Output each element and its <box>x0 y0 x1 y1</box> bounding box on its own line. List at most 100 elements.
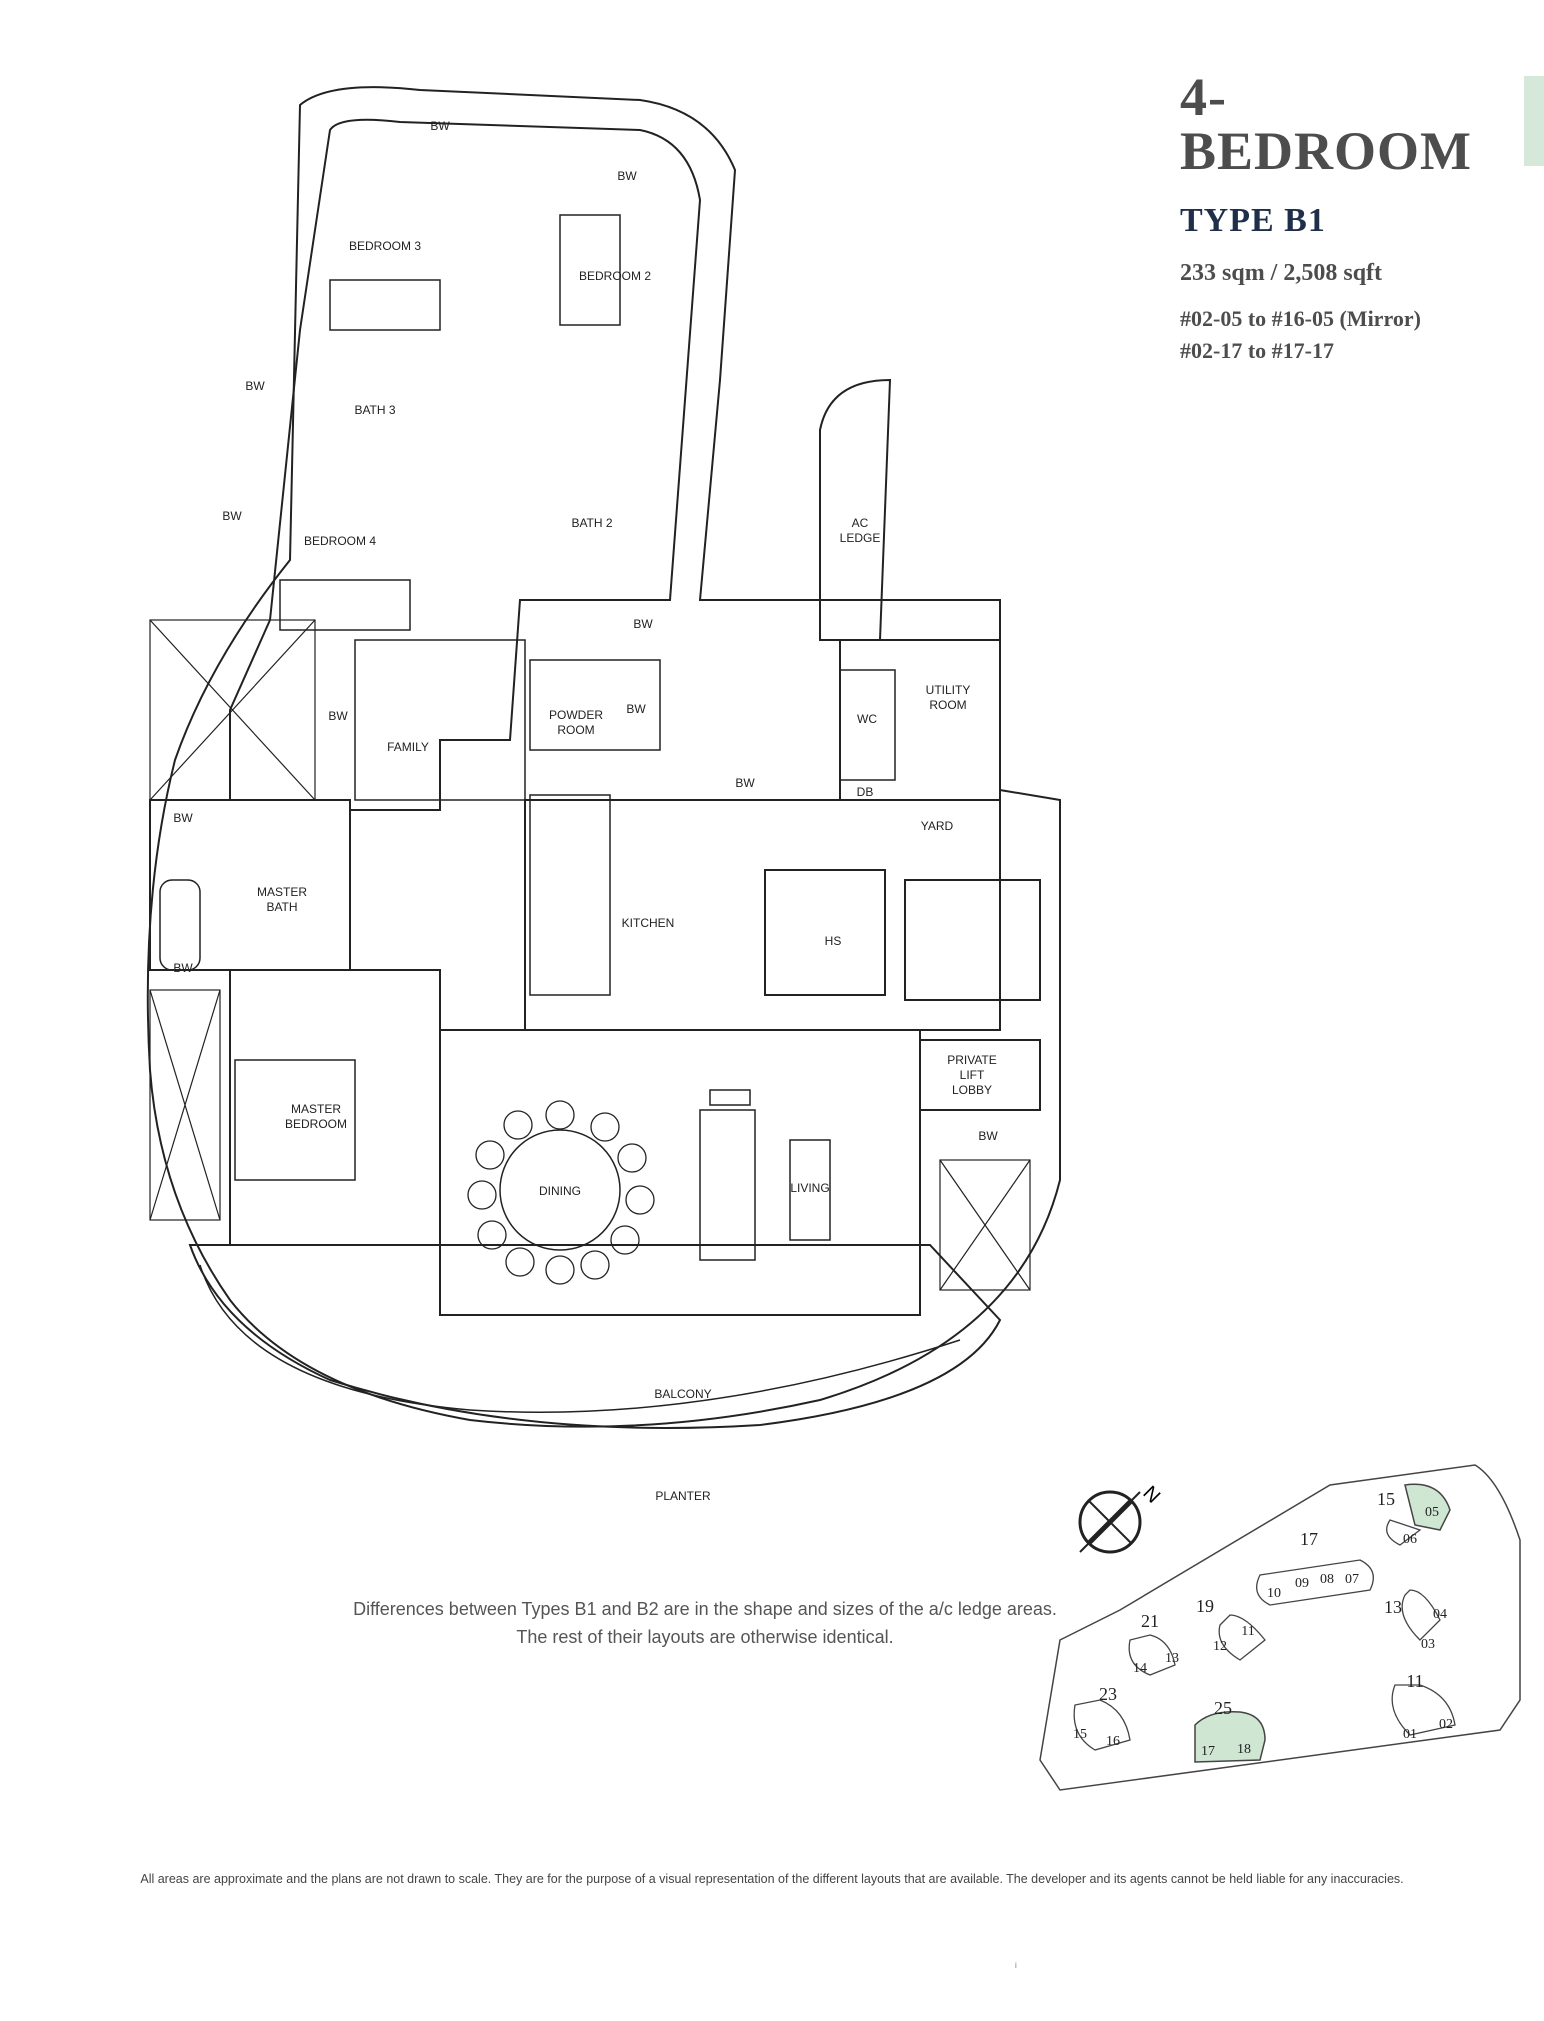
site-block-25: 25 <box>1214 1698 1232 1718</box>
powder-room-block <box>529 659 661 751</box>
bed-4 <box>279 579 411 631</box>
site-unit-17: 17 <box>1201 1744 1215 1759</box>
site-unit-16: 16 <box>1106 1734 1120 1749</box>
site-unit-08: 08 <box>1320 1572 1334 1587</box>
label-master-bedroom-line2: BEDROOM <box>285 1117 347 1131</box>
dining-chairs <box>467 1100 655 1285</box>
lift-block <box>904 879 1041 1001</box>
dining-living-block <box>439 1029 921 1316</box>
label-bw-11: BW <box>978 1129 998 1143</box>
label-bw-10: BW <box>173 961 193 975</box>
hs-room <box>764 869 886 996</box>
unit-type: TYPE B1 <box>1180 202 1326 239</box>
site-unit-07: 07 <box>1345 1572 1359 1587</box>
label-bw-3: BW <box>245 379 265 393</box>
label-powder-line2: ROOM <box>557 723 594 737</box>
label-balcony: BALCONY <box>654 1387 711 1401</box>
bathtub <box>159 879 201 971</box>
unit-range-2: #02-17 to #17-17 <box>1180 338 1334 363</box>
label-powder-line1: POWDER <box>549 708 603 722</box>
unit-title: 4-BEDROOM <box>1180 67 1473 181</box>
label-bw-1: BW <box>430 119 450 133</box>
label-master-bedroom-line1: MASTER <box>291 1102 341 1116</box>
label-planter: PLANTER <box>655 1489 711 1503</box>
layout-note: Differences between Types B1 and B2 are … <box>255 1595 1155 1651</box>
lift-lobby <box>919 1039 1041 1111</box>
label-bw-5: BW <box>633 617 653 631</box>
site-unit-03: 03 <box>1421 1637 1435 1652</box>
bedroom-wing <box>229 118 702 811</box>
label-bedroom-3: BEDROOM 3 <box>349 239 421 253</box>
section-tab <box>1524 76 1544 166</box>
label-wc: WC <box>857 712 877 726</box>
label-bw-8: BW <box>735 776 755 790</box>
north-compass-icon: N <box>1078 1482 1164 1554</box>
void-2 <box>149 989 221 1221</box>
site-block-11: 11 <box>1406 1671 1423 1691</box>
label-utility-line1: UTILITY <box>926 683 971 697</box>
plan-outline <box>146 86 1061 1428</box>
unit-list: #02-05 to #16-05 (Mirror) #02-17 to #17-… <box>1180 303 1510 367</box>
void-1 <box>149 619 316 801</box>
label-bath-3: BATH 3 <box>354 403 395 417</box>
label-lift-line1: PRIVATE <box>947 1053 997 1067</box>
label-bw-9: BW <box>173 811 193 825</box>
compass-n-label: N <box>1138 1482 1164 1508</box>
site-block-15-top: 15 <box>1377 1489 1395 1509</box>
page-mark: i <box>1015 1961 1017 1970</box>
site-block-highlight-05 <box>1404 1483 1451 1531</box>
coffee-table <box>789 1139 831 1241</box>
site-block-17: 17 <box>1300 1529 1318 1549</box>
label-lift-line2: LIFT <box>960 1068 985 1082</box>
site-unit-10: 10 <box>1267 1586 1281 1601</box>
site-unit-15: 15 <box>1073 1727 1087 1742</box>
disclaimer: All areas are approximate and the plans … <box>140 1872 1404 1886</box>
label-master-bath-line2: BATH <box>266 900 297 914</box>
label-lift-line3: LOBBY <box>952 1083 992 1097</box>
site-plan: 15 17 13 19 21 11 23 25 05 06 07 08 09 1… <box>1039 1464 1521 1791</box>
site-unit-02: 02 <box>1439 1717 1453 1732</box>
bed-3 <box>329 279 441 331</box>
site-unit-04: 04 <box>1433 1607 1447 1622</box>
master-bed <box>234 1059 356 1181</box>
site-unit-14: 14 <box>1133 1661 1147 1676</box>
media-console <box>709 1089 751 1106</box>
label-kitchen: KITCHEN <box>622 916 675 930</box>
label-dining: DINING <box>539 1184 581 1198</box>
label-family: FAMILY <box>387 740 429 754</box>
wc-block <box>839 669 896 781</box>
balcony-outline <box>188 1244 1002 1429</box>
bed-2 <box>559 214 621 326</box>
label-living: LIVING <box>790 1181 829 1195</box>
label-db: DB <box>857 785 874 799</box>
site-unit-13: 13 <box>1165 1651 1179 1666</box>
family-room-block <box>354 639 526 801</box>
ac-ledge-outline <box>819 378 892 641</box>
label-bw-7: BW <box>626 702 646 716</box>
label-utility-line2: ROOM <box>929 698 966 712</box>
site-unit-06: 06 <box>1403 1532 1417 1547</box>
site-unit-01: 01 <box>1403 1727 1417 1742</box>
label-yard: YARD <box>921 819 954 833</box>
void-3 <box>939 1159 1031 1291</box>
label-bw-6: BW <box>328 709 348 723</box>
master-bath-block <box>149 799 351 971</box>
site-block-23: 23 <box>1099 1684 1117 1704</box>
site-block-highlight-17-18 <box>1194 1711 1266 1763</box>
dining-table <box>499 1129 621 1251</box>
label-bedroom-2: BEDROOM 2 <box>579 269 651 283</box>
sofa <box>699 1109 756 1261</box>
label-bw-4: BW <box>222 509 242 523</box>
kitchen-counter <box>529 794 611 996</box>
label-hs: HS <box>825 934 842 948</box>
label-ac-ledge-line2: LEDGE <box>840 531 881 545</box>
label-bw-2: BW <box>617 169 637 183</box>
layout-note-line-2: The rest of their layouts are otherwise … <box>516 1627 894 1647</box>
label-ac-ledge-line1: AC <box>852 516 869 530</box>
planter-outline <box>199 1264 961 1413</box>
header: 4-BEDROOM TYPE B1 233 sqm / 2,508 sqft #… <box>1180 70 1510 367</box>
unit-area: 233 sqm / 2,508 sqft <box>1180 260 1383 286</box>
site-unit-12: 12 <box>1213 1639 1227 1654</box>
site-block-21: 21 <box>1141 1611 1159 1631</box>
site-unit-09: 09 <box>1295 1576 1309 1591</box>
